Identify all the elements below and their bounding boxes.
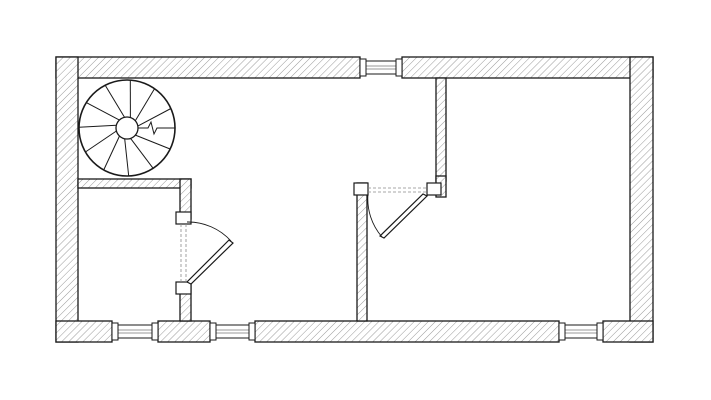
window-top <box>359 58 403 77</box>
wall-bottom-1 <box>55 320 113 343</box>
wall-right <box>629 56 654 343</box>
wall-small-room-top <box>77 178 192 189</box>
door-frame-top <box>175 211 192 225</box>
stair-tread <box>130 138 154 169</box>
wall-partition-lower <box>356 182 368 322</box>
wall-top-left <box>55 56 361 79</box>
stair-tread <box>137 108 172 127</box>
windows <box>111 58 604 341</box>
stair-tread <box>135 134 171 150</box>
wall-partition-upper <box>435 77 447 182</box>
wall-bottom-4 <box>602 320 654 343</box>
door-partition <box>353 182 442 239</box>
door-frame-left <box>353 182 369 196</box>
window-bottom-middle <box>209 322 256 341</box>
wall-bottom-3 <box>254 320 560 343</box>
interior-walls <box>77 77 447 322</box>
spiral-staircase <box>78 79 176 177</box>
stair-break-line <box>138 120 175 136</box>
door-frame-right <box>426 182 442 196</box>
stair-tread <box>85 130 117 153</box>
door-small-room <box>175 211 234 295</box>
stair-tread <box>78 124 117 128</box>
door-frame-bottom <box>175 281 192 295</box>
wall-top-right <box>401 56 654 79</box>
door-leaf <box>185 239 234 285</box>
door-swing-arc <box>186 221 232 242</box>
stair-tread <box>103 135 120 171</box>
stair-center-post <box>115 116 139 140</box>
exterior-walls <box>55 56 654 343</box>
window-bottom-left <box>111 322 159 341</box>
door-swing-arc <box>367 193 383 238</box>
wall-bottom-2 <box>157 320 211 343</box>
stair-tread <box>104 84 125 118</box>
door-leaf <box>378 193 429 239</box>
window-bottom-right <box>558 322 604 341</box>
wall-left <box>55 56 79 343</box>
stair-tread <box>124 138 130 177</box>
stair-treads <box>78 80 172 177</box>
stair-tread <box>134 88 155 122</box>
stair-tread <box>86 102 120 121</box>
